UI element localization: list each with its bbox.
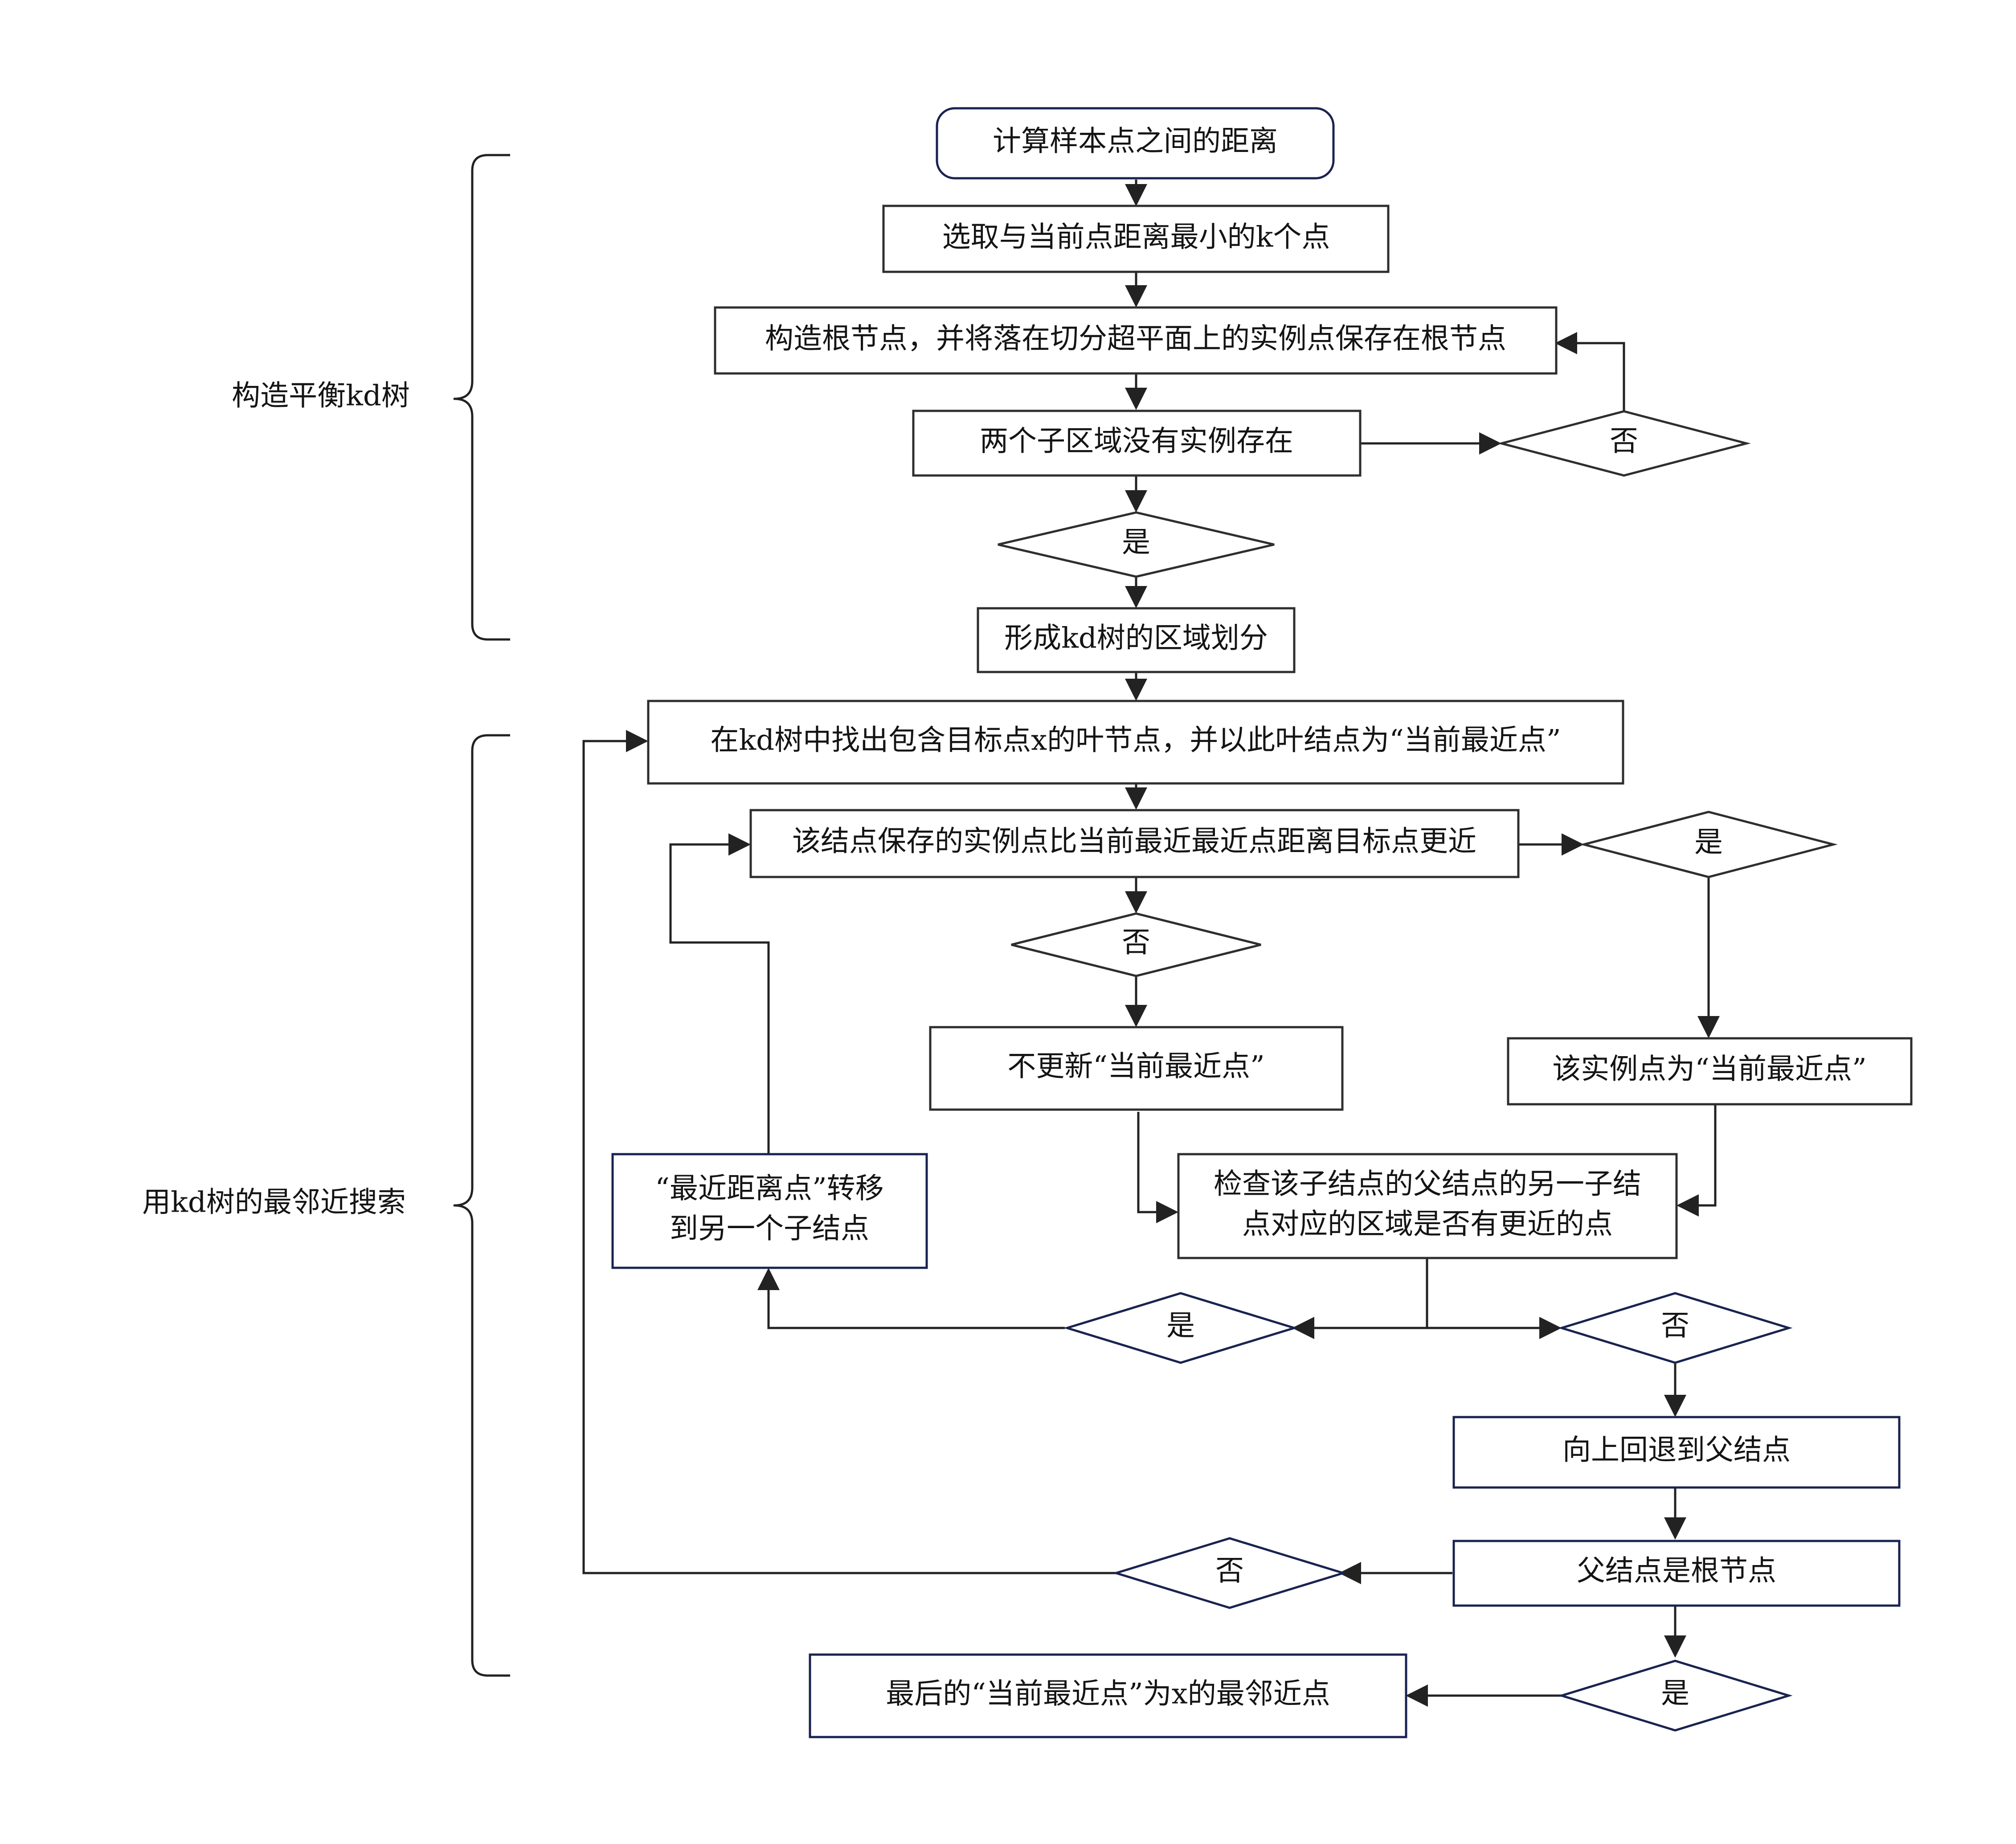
svg-text:选取与当前点距离最小的k个点: 选取与当前点距离最小的k个点 bbox=[942, 221, 1330, 254]
build-section-brace bbox=[453, 154, 510, 641]
node-is-root: 父结点是根节点 bbox=[1452, 1540, 1901, 1607]
svg-text:否: 否 bbox=[1661, 1310, 1689, 1343]
edge-yes-move bbox=[757, 1268, 1065, 1329]
svg-text:是: 是 bbox=[1122, 526, 1150, 559]
connectors bbox=[582, 180, 1720, 1707]
search-section-brace bbox=[453, 734, 510, 1677]
node-compare: 该结点保存的实例点比当前最近最近点距离目标点更近 bbox=[749, 809, 1520, 878]
node-root: 构造根节点，并将落在切分超平面上的实例点保存在根节点 bbox=[714, 306, 1558, 375]
svg-text:该实例点为“当前最近点”: 该实例点为“当前最近点” bbox=[1552, 1053, 1866, 1086]
svg-text:“最近距离点”转移: “最近距离点”转移 bbox=[655, 1172, 883, 1205]
svg-text:向上回退到父结点: 向上回退到父结点 bbox=[1562, 1434, 1791, 1467]
decision-compare-yes: 是 bbox=[1579, 811, 1838, 878]
svg-text:该结点保存的实例点比当前最近最近点距离目标点更近: 该结点保存的实例点比当前最近最近点距离目标点更近 bbox=[792, 825, 1476, 858]
node-find-leaf: 在kd树中找出包含目标点x的叶节点，并以此叶结点为“当前最近点” bbox=[647, 700, 1624, 785]
decision-check-no: 否 bbox=[1558, 1292, 1793, 1364]
node-final: 最后的“当前最近点”为x的最邻近点 bbox=[809, 1653, 1407, 1738]
decision-root-yes: 是 bbox=[1558, 1660, 1793, 1732]
svg-text:最后的“当前最近点”为x的最邻近点: 最后的“当前最近点”为x的最邻近点 bbox=[886, 1678, 1330, 1711]
decision-regions-yes: 是 bbox=[998, 511, 1275, 578]
decision-root-no: 否 bbox=[1112, 1537, 1347, 1609]
decision-check-yes: 是 bbox=[1063, 1292, 1298, 1364]
svg-text:两个子区域没有实例存在: 两个子区域没有实例存在 bbox=[980, 425, 1293, 458]
node-select-k: 选取与当前点距离最小的k个点 bbox=[882, 205, 1390, 273]
edge-move-compare bbox=[669, 833, 770, 1154]
search-section-label: 用kd树的最邻近搜索 bbox=[142, 1186, 406, 1219]
svg-text:在kd树中找出包含目标点x的叶节点，并以此叶结点为“当前最近: 在kd树中找出包含目标点x的叶节点，并以此叶结点为“当前最近点” bbox=[710, 724, 1561, 757]
svg-text:到另一个子结点: 到另一个子结点 bbox=[670, 1213, 869, 1246]
svg-text:不更新“当前最近点”: 不更新“当前最近点” bbox=[1007, 1050, 1264, 1083]
node-partition: 形成kd树的区域划分 bbox=[977, 607, 1296, 673]
svg-text:形成kd树的区域划分: 形成kd树的区域划分 bbox=[1004, 622, 1268, 655]
node-check-sibling: 检查该子结点的父结点的另一子结 点对应的区域是否有更近的点 bbox=[1177, 1153, 1678, 1259]
svg-text:点对应的区域是否有更近的点: 点对应的区域是否有更近的点 bbox=[1242, 1208, 1613, 1241]
edge-no-leaf bbox=[582, 730, 1116, 1574]
svg-text:计算样本点之间的距离: 计算样本点之间的距离 bbox=[993, 125, 1278, 158]
svg-text:父结点是根节点: 父结点是根节点 bbox=[1577, 1555, 1776, 1588]
svg-text:否: 否 bbox=[1122, 926, 1150, 959]
node-no-update: 不更新“当前最近点” bbox=[929, 1026, 1344, 1111]
node-move-sibling: “最近距离点”转移 到另一个子结点 bbox=[611, 1153, 928, 1269]
edge-setcurrent-check bbox=[1677, 1105, 1717, 1217]
svg-text:构造根节点，并将落在切分超平面上的实例点保存在根节点: 构造根节点，并将落在切分超平面上的实例点保存在根节点 bbox=[765, 323, 1506, 356]
svg-text:否: 否 bbox=[1215, 1555, 1244, 1588]
svg-text:否: 否 bbox=[1610, 425, 1638, 458]
svg-text:是: 是 bbox=[1661, 1677, 1689, 1710]
svg-text:是: 是 bbox=[1166, 1310, 1195, 1343]
node-two-regions: 两个子区域没有实例存在 bbox=[912, 410, 1362, 477]
svg-text:检查该子结点的父结点的另一子结: 检查该子结点的父结点的另一子结 bbox=[1214, 1168, 1641, 1201]
edge-no-root bbox=[1555, 332, 1625, 412]
edge-noupdate-check bbox=[1137, 1112, 1178, 1223]
build-section-label: 构造平衡kd树 bbox=[232, 380, 410, 413]
node-back-parent: 向上回退到父结点 bbox=[1452, 1416, 1901, 1489]
svg-text:是: 是 bbox=[1694, 826, 1723, 859]
decision-regions-no: 否 bbox=[1497, 410, 1751, 477]
decision-compare-no: 否 bbox=[1011, 912, 1261, 977]
node-set-current: 该实例点为“当前最近点” bbox=[1507, 1037, 1913, 1106]
node-start: 计算样本点之间的距离 bbox=[936, 107, 1335, 180]
